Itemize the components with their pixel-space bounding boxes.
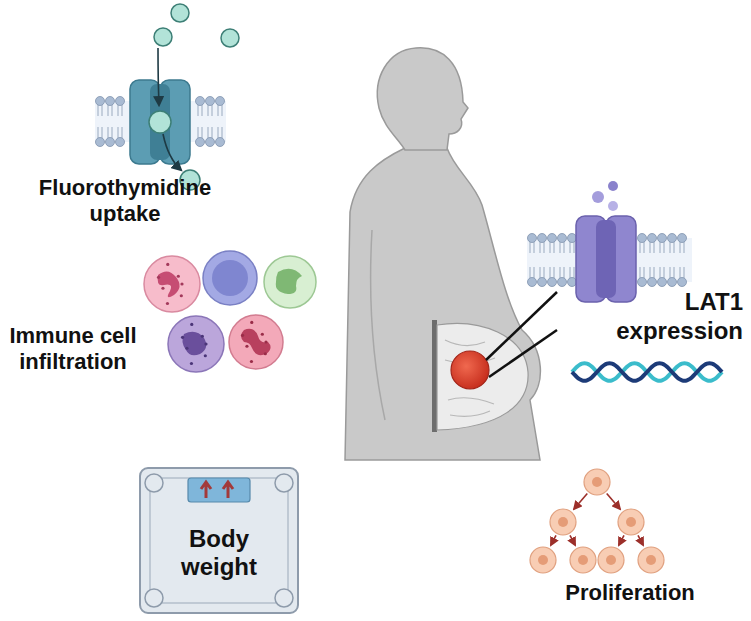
fluorothymidine-molecule xyxy=(149,4,239,190)
lat1-transporter xyxy=(576,181,636,302)
node-text: Body weight xyxy=(169,525,269,580)
figure-label: LAT1 expression xyxy=(603,288,743,346)
proliferating-cells xyxy=(530,469,664,573)
transporter-protein xyxy=(130,80,190,164)
figure-label: Immune cell infiltration xyxy=(2,323,144,376)
cell-granules xyxy=(157,263,268,365)
weighing-scale xyxy=(140,468,298,613)
uptake-arrow xyxy=(158,48,159,105)
figure-label: Fluorothymidine uptake xyxy=(25,175,225,228)
woman-silhouette xyxy=(345,48,540,460)
scale-platform: Body weight xyxy=(150,505,288,601)
uptake-arrow xyxy=(163,134,181,170)
immune-cells xyxy=(144,251,316,372)
figure-label: Proliferation xyxy=(548,580,712,606)
leader-lines xyxy=(486,292,557,377)
dna-helix xyxy=(572,363,722,381)
